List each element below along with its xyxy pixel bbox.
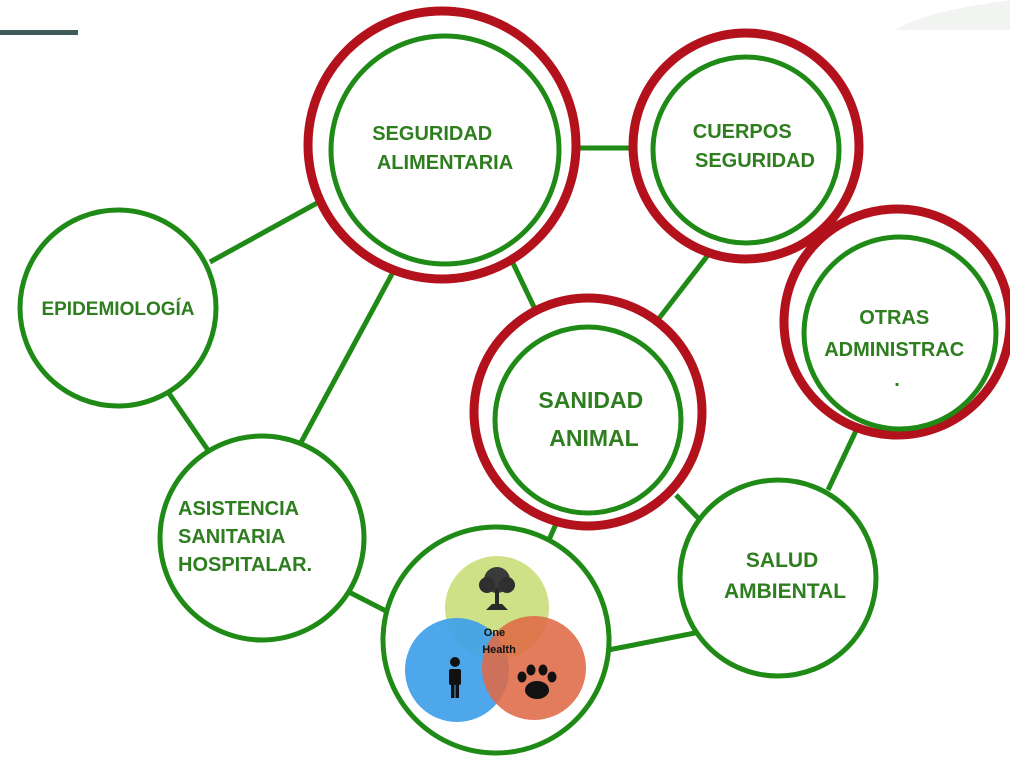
node-salud-label-line-1: SALUD — [746, 549, 818, 572]
node-otras-administrac: OTRAS ADMINISTRAC . — [779, 204, 1010, 440]
node-seguridad-label-line-1: SEGURIDAD — [372, 123, 492, 145]
node-otras-label-line-3: . — [894, 369, 900, 391]
node-asistencia-label-line-2: SANITARIA — [178, 526, 285, 548]
node-cuerpos-seguridad: CUERPOS SEGURIDAD — [628, 28, 864, 264]
svg-text:CUERPOS SEGURIDAD: CUERPOS SEGURIDAD — [693, 121, 815, 172]
svg-text:SANIDAD ANIMAL: SANIDAD ANIMAL — [538, 387, 649, 451]
svg-text:EPIDEMIOLOGÍA: EPIDEMIOLOGÍA — [41, 298, 194, 320]
node-asistencia-sanitaria: ASISTENCIA SANITARIA HOSPITALAR. — [157, 433, 367, 643]
header-accent-bar — [0, 30, 78, 35]
node-seguridad-label-line-2: ALIMENTARIA — [377, 152, 513, 174]
link-asistencia-onehealth — [343, 587, 390, 615]
node-sanidad-label-line-2: ANIMAL — [549, 425, 638, 451]
svg-text:ASISTENCIA SANITARIA: ASISTENCIA SANITARIA HOSPITALAR. — [178, 498, 312, 576]
node-seguridad-alimentaria: SEGURIDAD ALIMENTARIA — [303, 6, 581, 284]
svg-text:OTRAS ADMINISTRAC: OTRAS ADMINISTRAC . — [824, 307, 970, 391]
node-one-health: One Health — [380, 524, 612, 756]
link-epidemiologia-asistencia — [165, 390, 215, 458]
link-cuerpos-sanidad — [648, 244, 717, 332]
link-seguridad-asistencia — [295, 248, 408, 450]
background-swoosh — [895, 0, 1010, 30]
node-asistencia-label-line-1: ASISTENCIA — [178, 498, 299, 520]
node-otras-label-line-2: ADMINISTRAC — [824, 339, 964, 361]
node-cuerpos-seguridad-circle — [650, 54, 842, 246]
paw-icon — [517, 664, 557, 699]
one-health-label-line-1: One — [484, 627, 505, 639]
node-sanidad-label-line-1: SANIDAD — [538, 387, 643, 413]
node-asistencia-sanitaria-circle — [157, 433, 367, 643]
node-epidemiologia-circle — [17, 207, 219, 409]
svg-text:SALUD AMBIENTAL: SALUD AMBIENTAL — [724, 549, 846, 603]
tree-icon — [479, 567, 515, 610]
node-asistencia-label-line-3: HOSPITALAR. — [178, 554, 312, 576]
node-epidemiologia: EPIDEMIOLOGÍA — [17, 207, 219, 409]
node-otras-label-line-1: OTRAS — [859, 307, 929, 329]
person-icon — [449, 657, 461, 698]
node-seguridad-alimentaria-circle — [328, 33, 562, 267]
node-salud-label-line-2: AMBIENTAL — [724, 580, 846, 603]
link-onehealth-salud — [607, 629, 701, 653]
node-epidemiologia-label: EPIDEMIOLOGÍA — [41, 298, 194, 320]
node-cuerpos-label-line-2: SEGURIDAD — [695, 150, 815, 172]
node-sanidad-animal: SANIDAD ANIMAL — [469, 293, 707, 531]
node-sanidad-animal-circle — [492, 324, 684, 516]
node-salud-ambiental: SALUD AMBIENTAL — [677, 477, 879, 679]
one-health-label-line-2: Health — [482, 644, 516, 656]
svg-text:One Health: One Health — [482, 627, 516, 656]
node-cuerpos-label-line-1: CUERPOS — [693, 121, 792, 143]
node-salud-ambiental-circle — [677, 477, 879, 679]
link-sanidad-salud — [674, 493, 702, 522]
node-otras-administrac-circle — [801, 234, 999, 432]
svg-text:SEGURIDAD ALIMENTARIA: SEGURIDAD ALIMENTARIA — [372, 123, 513, 174]
